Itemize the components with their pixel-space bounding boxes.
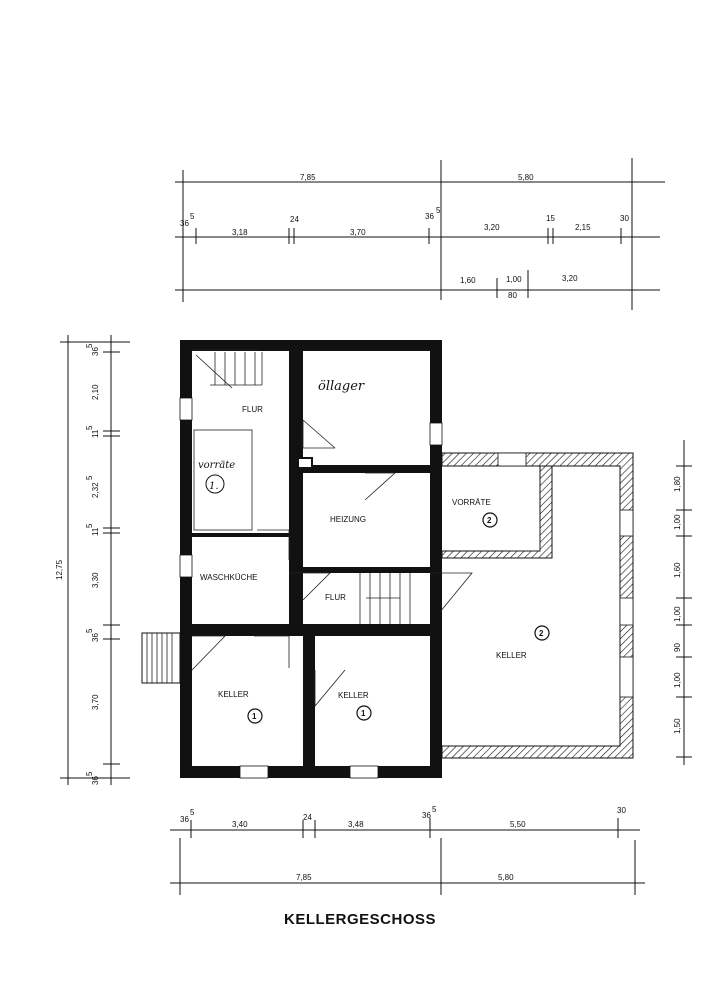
- dim-left-i: 36: [91, 776, 100, 785]
- left-dimension-lines: 12,75 36 5 2,10 11 5 2,32 5 11 5 3,30 36…: [55, 335, 130, 785]
- room-number-keller-right: 2: [539, 629, 544, 638]
- room-label-keller-right: KELLER: [496, 651, 527, 660]
- stairs: [195, 352, 411, 624]
- room-label-keller-mid: KELLER: [338, 691, 369, 700]
- dim-top-r2-i: 30: [620, 214, 629, 223]
- dim-top-r3-d: 3,20: [562, 274, 578, 283]
- room-number-vorraete-hand: 1.: [209, 481, 219, 492]
- room-label-flur-upper: FLUR: [242, 405, 263, 414]
- right-dimension-lines: 1,80 1,00 1,60 1,00 90 1,00 1,50: [673, 440, 692, 765]
- room-number-vorraete-2: 2: [487, 516, 492, 525]
- dim-left-d: 2,32: [91, 482, 100, 498]
- dim-right-a: 1,80: [673, 476, 682, 492]
- room-number-circle-vorraete-2: [482, 512, 498, 528]
- dim-left-e: 11: [91, 527, 100, 536]
- dim-top-r2-a-sup: 5: [190, 212, 195, 221]
- room-label-waschkueche: WASCHKÜCHE: [200, 573, 257, 582]
- dim-top-r2-f: 3,20: [484, 223, 500, 232]
- dim-top-r2-d: 3,70: [350, 228, 366, 237]
- dim-bottom-r1-e: 36: [422, 811, 431, 820]
- dim-right-c: 1,60: [673, 562, 682, 578]
- dim-top-r2-b: 3,18: [232, 228, 248, 237]
- dim-top-r3-c: 80: [508, 291, 517, 300]
- dim-top-r3-b: 1,00: [506, 275, 522, 284]
- room-label-vorraete: VORRÄTE: [452, 498, 491, 507]
- windows: [179, 397, 443, 779]
- room-label-vorraete-hand: vorräte: [198, 460, 235, 471]
- room-label-flur-lower: FLUR: [325, 593, 346, 602]
- dim-bottom-r1-g: 30: [617, 806, 626, 815]
- door-swings: [191, 419, 541, 708]
- house-walls: [180, 340, 442, 778]
- dim-bottom-r1-b: 3,40: [232, 820, 248, 829]
- dim-top-r1-a: 7,85: [300, 173, 316, 182]
- dim-left-e-sup: 5: [85, 523, 94, 528]
- dim-top-r2-a: 36: [180, 219, 189, 228]
- dim-bottom-r1-a-sup: 5: [190, 808, 195, 817]
- dim-left-c-sup: 5: [85, 425, 94, 430]
- dim-left-d-sup: 5: [85, 475, 94, 480]
- top-dimension-lines: 7,85 5,80 36 5 3,18 24 3,70 36 5 3,20 15…: [175, 158, 665, 310]
- dim-top-r2-e: 36: [425, 212, 434, 221]
- dim-top-r2-h: 2,15: [575, 223, 591, 232]
- room-label-keller-left: KELLER: [218, 690, 249, 699]
- dim-top-r2-c: 24: [290, 215, 299, 224]
- room-number-circle-keller-left: [247, 708, 263, 724]
- external-steps: [141, 632, 181, 684]
- dim-top-r3-a: 1,60: [460, 276, 476, 285]
- dim-bottom-r1-a: 36: [180, 815, 189, 824]
- dim-bottom-r1-d: 3,48: [348, 820, 364, 829]
- dim-left-g: 36: [91, 633, 100, 642]
- dim-bottom-r2-b: 5,80: [498, 873, 514, 882]
- room-number-circle-vorraete: [205, 474, 225, 494]
- room-number-keller-mid: 1: [361, 709, 366, 718]
- room-labels: FLUR öllager vorräte 1. HEIZUNG VORRÄTE …: [198, 379, 550, 724]
- dim-right-e: 90: [673, 643, 682, 652]
- dim-left-f: 3,30: [91, 572, 100, 588]
- dim-left-total: 12,75: [55, 559, 64, 580]
- dim-right-h: 1,50: [673, 718, 682, 734]
- dim-bottom-r2-a: 7,85: [296, 873, 312, 882]
- room-label-oellager: öllager: [318, 379, 365, 394]
- dim-left-a: 36: [91, 347, 100, 356]
- dim-bottom-r1-c: 24: [303, 813, 312, 822]
- dim-right-f: 1,00: [673, 672, 682, 688]
- dim-right-d: 1,00: [673, 606, 682, 622]
- dim-left-g-sup: 5: [85, 628, 94, 633]
- dim-top-r2-g: 15: [546, 214, 555, 223]
- dim-left-c: 11: [91, 429, 100, 438]
- room-number-circle-keller-right: [534, 625, 550, 641]
- dim-right-b: 1,00: [673, 514, 682, 530]
- dim-left-a-sup: 5: [85, 343, 94, 348]
- dim-top-r1-b: 5,80: [518, 173, 534, 182]
- dim-left-i-sup: 5: [85, 771, 94, 776]
- drawing-title: KELLERGESCHOSS: [284, 911, 436, 928]
- dim-bottom-r1-f: 5,50: [510, 820, 526, 829]
- dim-top-r2-e-sup: 5: [436, 206, 441, 215]
- dim-left-h: 3,70: [91, 694, 100, 710]
- room-label-heizung: HEIZUNG: [330, 515, 366, 524]
- dim-left-b: 2,10: [91, 384, 100, 400]
- bottom-dimension-lines: 36 5 3,40 24 3,48 36 5 5,50 30 7,85 5,80: [170, 805, 645, 895]
- room-number-circle-keller-mid: [356, 705, 372, 721]
- dim-bottom-r1-e-sup: 5: [432, 805, 437, 814]
- room-number-keller-left: 1: [252, 712, 257, 721]
